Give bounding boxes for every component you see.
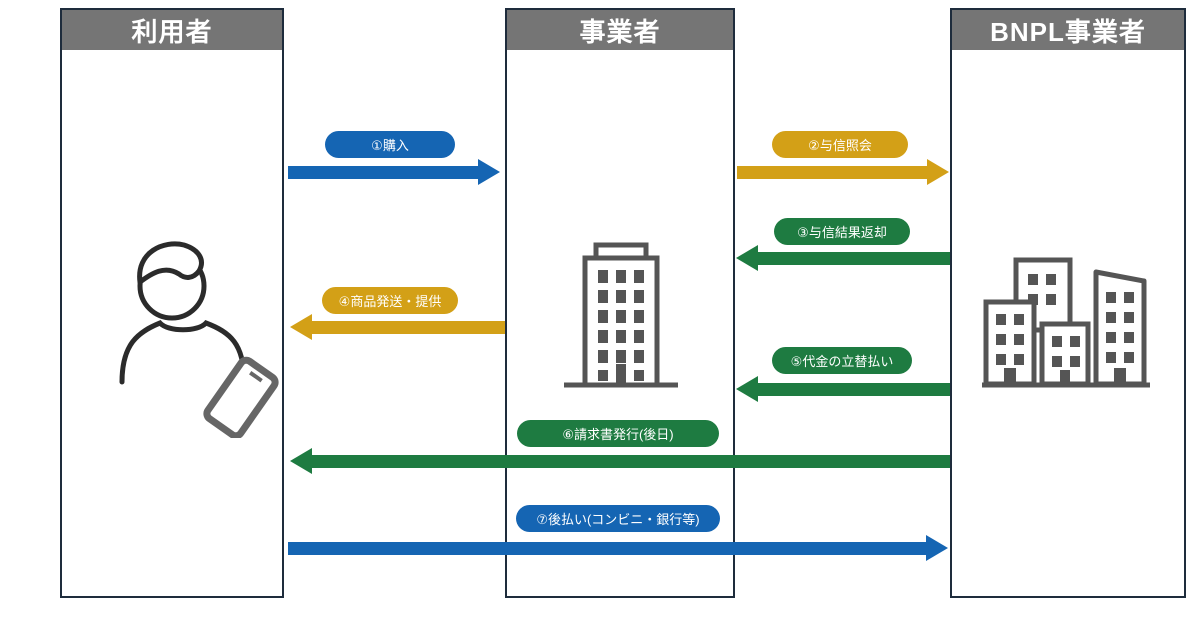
column-bnpl-label: BNPL事業者 bbox=[990, 16, 1146, 47]
column-header-merchant: 事業者 bbox=[507, 10, 733, 50]
office-building-icon bbox=[560, 242, 682, 392]
column-user: 利用者 bbox=[60, 8, 284, 598]
flow-label-1: ①購入 bbox=[325, 131, 455, 158]
flow-arrow-3 bbox=[736, 245, 950, 271]
flow-arrow-7 bbox=[288, 535, 948, 561]
flow-arrow-4 bbox=[290, 314, 505, 340]
flow-arrow-5 bbox=[736, 376, 950, 402]
flow-arrow-6 bbox=[290, 448, 950, 474]
smartphone-icon bbox=[203, 356, 279, 440]
flow-label-5: ⑤代金の立替払い bbox=[772, 347, 912, 374]
user-with-smartphone-icon bbox=[110, 230, 288, 440]
flow-arrow-2 bbox=[737, 159, 949, 185]
column-header-user: 利用者 bbox=[62, 10, 282, 50]
flow-arrow-1 bbox=[288, 159, 500, 185]
bnpl-buildings-icon bbox=[982, 254, 1150, 392]
column-header-bnpl: BNPL事業者 bbox=[952, 10, 1184, 50]
flow-label-3: ③与信結果返却 bbox=[774, 218, 910, 245]
column-user-label: 利用者 bbox=[131, 16, 213, 47]
column-merchant-label: 事業者 bbox=[579, 16, 661, 47]
flow-label-2: ②与信照会 bbox=[772, 131, 908, 158]
flow-label-7: ⑦後払い(コンビニ・銀行等) bbox=[516, 505, 720, 532]
flow-label-6: ⑥請求書発行(後日) bbox=[517, 420, 719, 447]
flow-label-4: ④商品発送・提供 bbox=[322, 287, 458, 314]
